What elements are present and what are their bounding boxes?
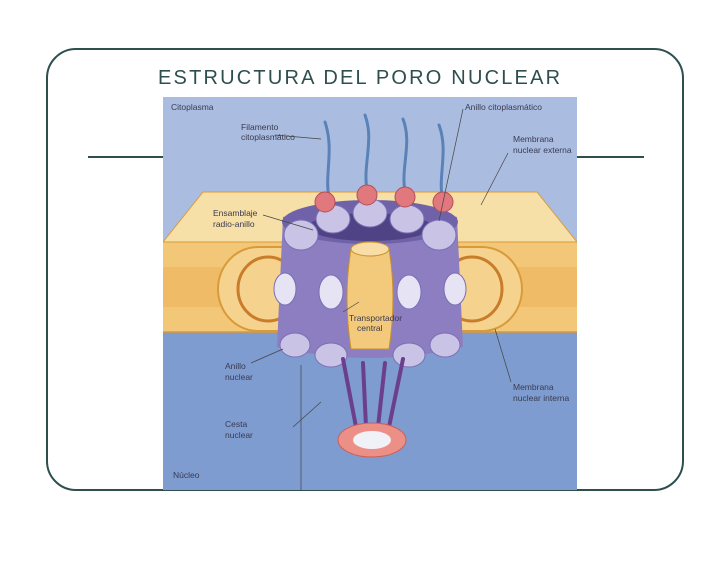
- label-anillo-nuclear-2: nuclear: [225, 372, 253, 382]
- label-ensamblaje-2: radio-anillo: [213, 219, 255, 229]
- label-anillo-nuclear-1: Anillo: [225, 361, 246, 371]
- label-citoplasma: Citoplasma: [171, 102, 214, 112]
- title-rule-left: [88, 156, 165, 158]
- label-membrana-externa-1: Membrana: [513, 134, 554, 144]
- label-anillo-citoplasmatico: Anillo citoplasmático: [465, 102, 542, 112]
- label-nucleo: Núcleo: [173, 470, 200, 480]
- label-membrana-externa-2: nuclear externa: [513, 145, 572, 155]
- nuclear-basket-ring: [338, 423, 406, 457]
- slide-title: ESTRUCTURA DEL PORO NUCLEAR: [158, 67, 562, 90]
- label-filamento-1: Filamento: [241, 122, 279, 132]
- label-membrana-interna-2: nuclear interna: [513, 393, 570, 403]
- label-membrana-interna-1: Membrana: [513, 382, 554, 392]
- label-cesta-1: Cesta: [225, 419, 247, 429]
- label-filamento-2: citoplasmático: [241, 132, 295, 142]
- label-cesta-2: nuclear: [225, 430, 253, 440]
- label-transportador-2: central: [357, 323, 383, 333]
- label-ensamblaje-1: Ensamblaje: [213, 208, 258, 218]
- label-transportador-1: Transportador: [349, 313, 402, 323]
- title-rule-right: [574, 156, 644, 158]
- nuclear-pore-figure: Citoplasma Anillo citoplasmático Filamen…: [163, 97, 577, 490]
